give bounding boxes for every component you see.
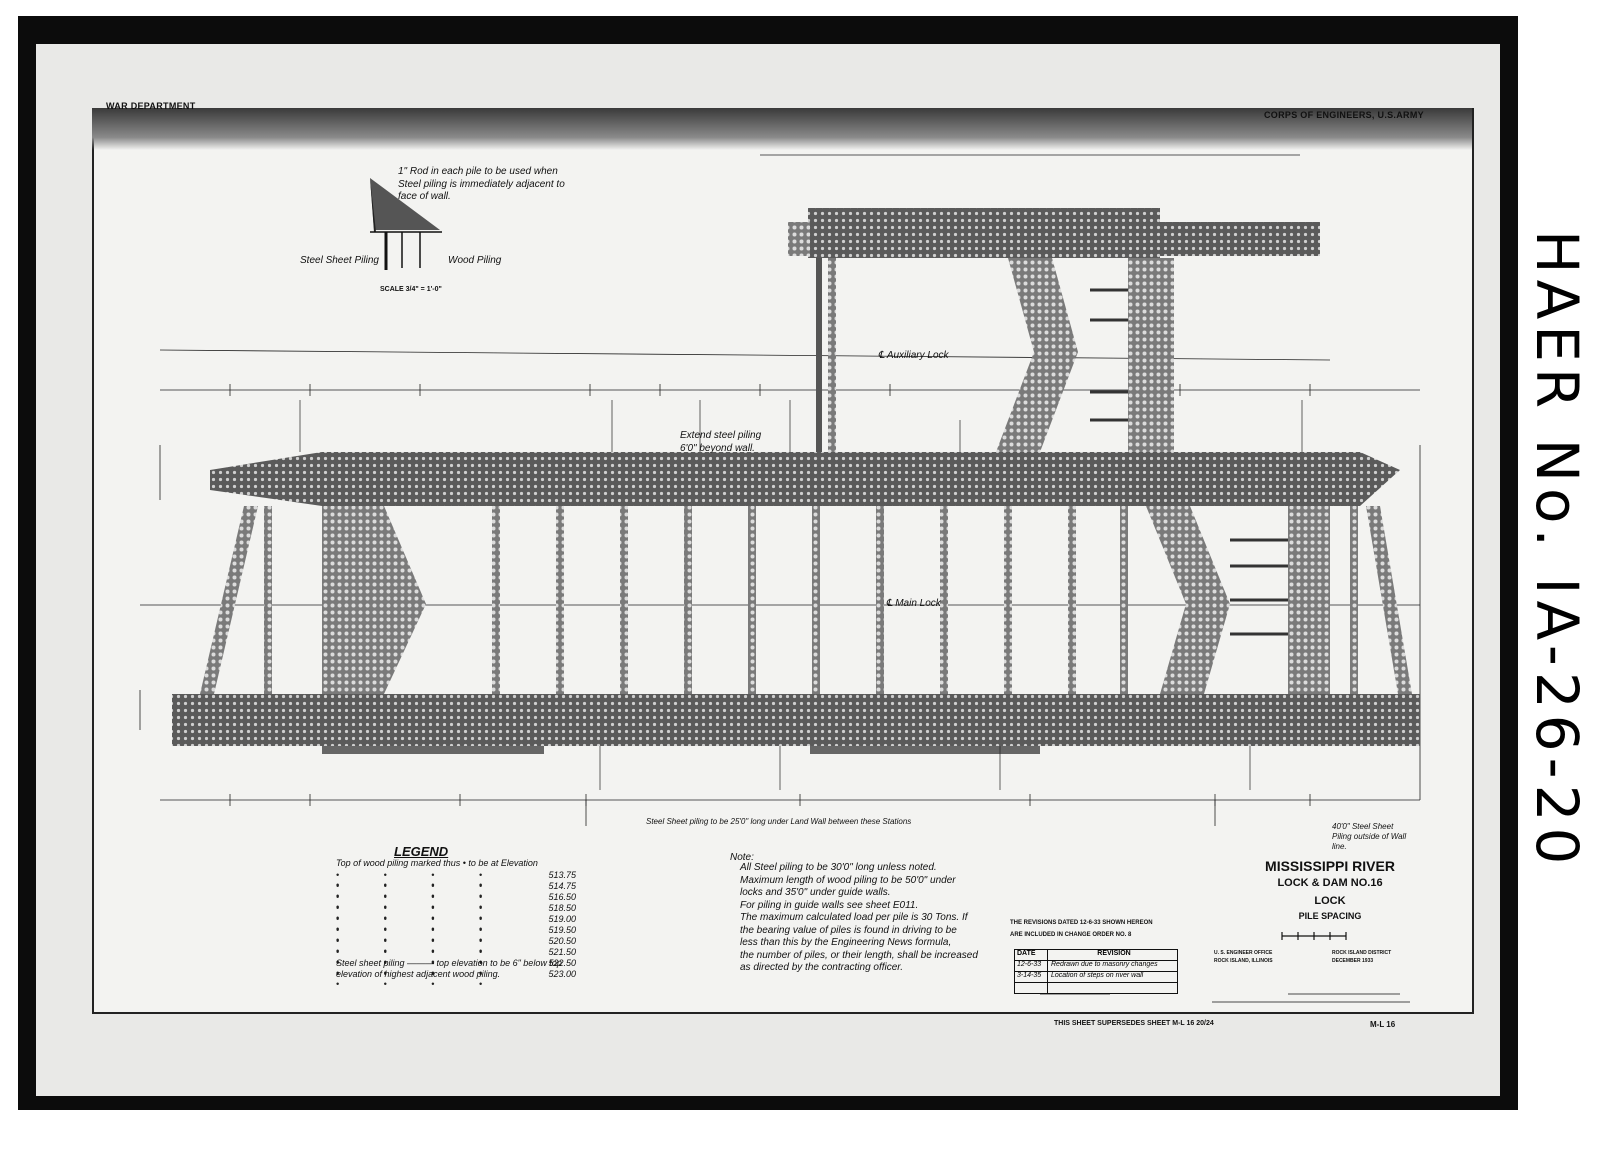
legend-symbols: • • • • • • • •: [336, 947, 504, 967]
legend-row: • • • • • • • • 521.50: [336, 947, 576, 967]
detail-scale: SCALE 3/4" = 1'-0": [380, 286, 442, 293]
wood-piling-label: Wood Piling: [448, 255, 502, 266]
legend-elevation: 513.75: [548, 870, 576, 880]
legend-row: • • • • • • • • 522.50: [336, 958, 576, 978]
legend-symbols: • • • • • • • •: [336, 958, 504, 978]
legend-steel-note: Steel sheet piling ——— top elevation to …: [336, 958, 562, 980]
legend-row: • • • • • • • • 518.50: [336, 903, 576, 923]
note-line: For piling in guide walls see sheet E011…: [740, 899, 919, 911]
revision-text: Redrawn due to masonry changes: [1051, 961, 1158, 968]
note-line: locks and 35'0" under guide walls.: [740, 887, 891, 898]
revision-header-date: DATE: [1015, 950, 1048, 960]
steel-piling-label: Steel Sheet Piling: [300, 255, 379, 266]
legend-elevation: 519.50: [548, 925, 576, 935]
outside-piling-note: 40'0" Steel Sheet Piling outside of Wall…: [1332, 822, 1407, 851]
revision-notice-2: ARE INCLUDED IN CHANGE ORDER NO. 8: [1010, 932, 1132, 938]
legend-row: • • • • • • • • 514.75: [336, 881, 576, 901]
title-line-2: LOCK & DAM NO.16: [1277, 877, 1383, 889]
legend-symbols: • • • • • • • •: [336, 925, 504, 945]
revision-date: 3-14-35: [1015, 972, 1048, 982]
legend-row: • • • • • • • • 519.00: [336, 914, 576, 934]
land-wall-note: Steel Sheet piling to be 25'0" long unde…: [646, 817, 912, 826]
legend-symbols: • • • • • • • •: [336, 936, 504, 956]
sheet-number: M-L 16: [1370, 1020, 1396, 1029]
revision-notice-1: THE REVISIONS DATED 12-6-33 SHOWN HEREON: [1010, 920, 1153, 926]
header-corps-of-engineers: CORPS OF ENGINEERS, U.S.ARMY: [1264, 110, 1424, 120]
title-line-1: MISSISSIPPI RIVER: [1265, 858, 1395, 874]
title-date: DECEMBER 1933: [1332, 958, 1374, 964]
title-line-3: LOCK: [1314, 895, 1346, 907]
auxiliary-lock-label: ℄ Auxiliary Lock: [878, 350, 949, 361]
legend-symbols: • • • • • • • •: [336, 914, 504, 934]
supersedes-note: THIS SHEET SUPERSEDES SHEET M-L 16 20/24: [1054, 1020, 1214, 1027]
legend-elevation: 520.50: [548, 936, 576, 946]
note-line: the number of piles, or their length, sh…: [740, 949, 978, 961]
note-line: as directed by the contracting officer.: [740, 962, 904, 973]
legend-symbols: • • • • • • • •: [336, 892, 504, 912]
legend-elevation: 522.50: [548, 958, 576, 968]
header-war-department: WAR DEPARTMENT: [106, 101, 196, 111]
revision-header-revision: REVISION: [1097, 950, 1131, 957]
note-line: less than this by the Engineering News f…: [740, 937, 952, 948]
legend-symbols: • • • • • • • •: [336, 870, 504, 890]
title-district: ROCK ISLAND DISTRICT: [1332, 950, 1392, 956]
table-row: 12-6-33 Redrawn due to masonry changes: [1015, 961, 1177, 972]
sheet-shadow: [92, 108, 1472, 150]
haer-label: HAER No. IA-26-20: [1523, 230, 1591, 871]
legend-elevation: 516.50: [548, 892, 576, 902]
legend-elevations: • • • • • • • • 513.75 • • • • • • • • 514.…: [336, 870, 576, 989]
legend-symbols: • • • • • • • •: [336, 969, 504, 989]
title-office: U. S. ENGINEER OFFICE: [1214, 950, 1273, 956]
legend-elevation: 518.50: [548, 903, 576, 913]
legend-symbols: • • • • • • • •: [336, 881, 504, 901]
legend-row: • • • • • • • • 513.75: [336, 870, 576, 890]
legend-row: • • • • • • • • 516.50: [336, 892, 576, 912]
legend-elevation: 521.50: [548, 947, 576, 957]
main-lock-label: ℄ Main Lock: [886, 598, 941, 609]
legend-row: • • • • • • • • 523.00: [336, 969, 576, 989]
legend-row: • • • • • • • • 520.50: [336, 936, 576, 956]
legend-row: • • • • • • • • 519.50: [336, 925, 576, 945]
notes-body: All Steel piling to be 30'0" long unless…: [740, 862, 1010, 975]
rod-note: 1" Rod in each pile to be used when Stee…: [398, 166, 565, 202]
legend-elevation: 523.00: [548, 969, 576, 979]
note-line: Maximum length of wood piling to be 50'0…: [740, 874, 956, 886]
legend-elevation: 514.75: [548, 881, 576, 891]
note-line: The maximum calculated load per pile is …: [740, 912, 968, 923]
extend-steel-note: Extend steel piling 6'0" beyond wall.: [680, 430, 762, 454]
revision-text: Location of steps on river wall: [1051, 972, 1144, 979]
note-line: the bearing value of piles is found in d…: [740, 924, 957, 936]
note-line: All Steel piling to be 30'0" long unless…: [740, 862, 937, 873]
legend-intro: Top of wood piling marked thus • to be a…: [336, 858, 538, 868]
title-line-4: PILE SPACING: [1298, 911, 1362, 921]
revision-table: DATE REVISION 12-6-33 Redrawn due to mas…: [1014, 949, 1178, 994]
table-row: 3-14-35 Location of steps on river wall: [1015, 972, 1177, 983]
legend-title: LEGEND: [394, 844, 449, 859]
notes-title: Note:: [730, 852, 754, 863]
legend-elevation: 519.00: [548, 914, 576, 924]
legend-symbols: • • • • • • • •: [336, 903, 504, 923]
revision-date: 12-6-33: [1015, 961, 1048, 971]
title-city: ROCK ISLAND, ILLINOIS: [1214, 958, 1273, 964]
